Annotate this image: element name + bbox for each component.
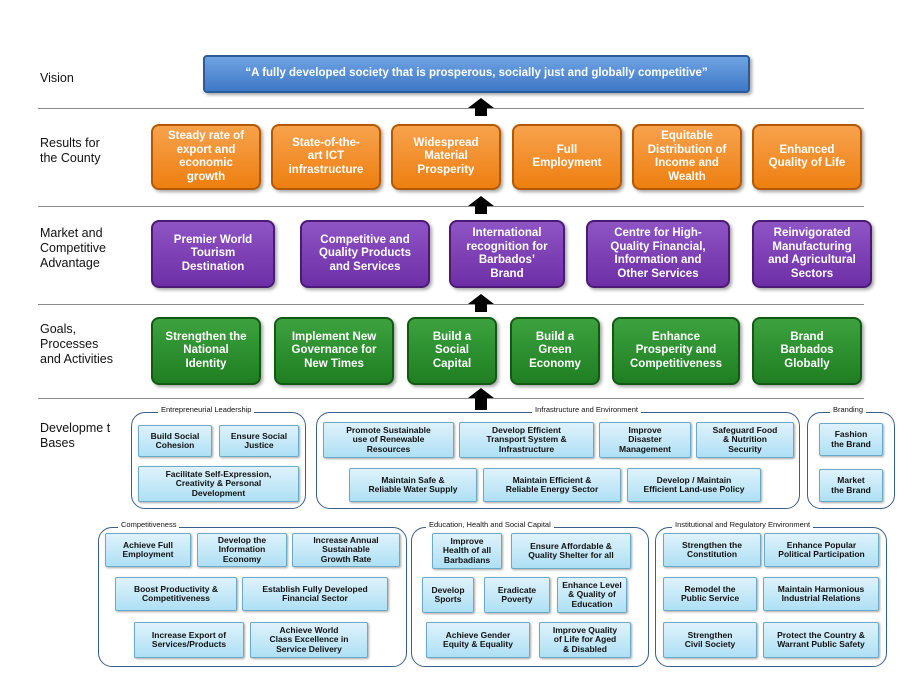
base-item: Increase Export of Services/Products	[134, 622, 244, 658]
row-label-development-bases: Developme t Bases	[40, 421, 111, 450]
market-box: International recognition for Barbados’ …	[449, 220, 565, 288]
base-item: Maintain Safe & Reliable Water Supply	[349, 468, 477, 502]
base-item: Eradicate Poverty	[484, 577, 550, 613]
base-item: Promote Sustainable use of Renewable Res…	[323, 422, 454, 458]
group-title: Competitiveness	[118, 520, 180, 529]
base-item: Strengthen Civil Society	[663, 622, 757, 658]
base-item: Improve Quality of Life for Aged & Disab…	[539, 622, 631, 658]
result-box: Steady rate of export and economic growt…	[151, 124, 261, 190]
base-item: Fashion the Brand	[819, 423, 883, 456]
base-item: Establish Fully Developed Financial Sect…	[242, 577, 388, 611]
base-item: Develop / Maintain Efficient Land-use Po…	[627, 468, 761, 502]
base-item: Remodel the Public Service	[663, 577, 757, 611]
goal-box: Brand Barbados Globally	[752, 317, 862, 385]
base-item: Ensure Affordable & Quality Shelter for …	[511, 533, 631, 569]
group-title: Branding	[830, 405, 867, 414]
row-label-results: Results for the County	[40, 136, 101, 165]
market-box: Competitive and Quality Products and Ser…	[300, 220, 430, 288]
base-item: Enhance Level & Quality of Education	[557, 577, 627, 613]
group-competitiveness	[98, 527, 407, 667]
vision-box: “A fully developed society that is prosp…	[203, 55, 750, 93]
result-box: Full Employment	[512, 124, 622, 190]
row-label-vision: Vision	[40, 71, 74, 85]
base-item: Maintain Harmonious Industrial Relations	[763, 577, 879, 611]
base-item: Safeguard Food & Nutrition Security	[696, 422, 794, 458]
market-box: Centre for High- Quality Financial, Info…	[586, 220, 730, 288]
base-item: Enhance Popular Political Participation	[764, 533, 879, 567]
separator-line	[38, 206, 864, 207]
result-box: Enhanced Quality of Life	[752, 124, 862, 190]
result-box: State-of-the- art ICT infrastructure	[271, 124, 381, 190]
goal-box: Build a Green Economy	[510, 317, 600, 385]
group-title: Infrastructure and Environment	[532, 405, 641, 414]
goal-box: Build a Social Capital	[407, 317, 497, 385]
goal-box: Enhance Prosperity and Competitiveness	[612, 317, 740, 385]
base-item: Achieve Full Employment	[105, 533, 191, 567]
base-item: Facilitate Self-Expression, Creativity &…	[138, 466, 299, 502]
base-item: Achieve Gender Equity & Equality	[426, 622, 530, 658]
market-box: Reinvigorated Manufacturing and Agricult…	[752, 220, 872, 288]
group-title: Institutional and Regulatory Environment	[672, 520, 814, 529]
base-item: Improve Disaster Management	[599, 422, 691, 458]
base-item: Market the Brand	[819, 469, 883, 502]
market-box: Premier World Tourism Destination	[151, 220, 275, 288]
base-item: Increase Annual Sustainable Growth Rate	[292, 533, 400, 567]
row-label-goals: Goals, Processes and Activities	[40, 322, 113, 366]
row-label-market: Market and Competitive Advantage	[40, 226, 106, 270]
result-box: Widespread Material Prosperity	[391, 124, 501, 190]
group-title: Education, Health and Social Capital	[426, 520, 554, 529]
base-item: Achieve World Class Excellence in Servic…	[250, 622, 368, 658]
separator-line	[38, 108, 864, 109]
goal-box: Strengthen the National Identity	[151, 317, 261, 385]
separator-line	[38, 398, 864, 399]
goal-box: Implement New Governance for New Times	[274, 317, 394, 385]
base-item: Ensure Social Justice	[219, 425, 299, 457]
base-item: Build Social Cohesion	[138, 425, 212, 457]
base-item: Boost Productivity & Competitiveness	[115, 577, 237, 611]
base-item: Develop Sports	[422, 577, 474, 613]
base-item: Protect the Country & Warrant Public Saf…	[763, 622, 879, 658]
separator-line	[38, 304, 864, 305]
base-item: Maintain Efficient & Reliable Energy Sec…	[483, 468, 621, 502]
group-title: Entrepreneurial Leadership	[158, 405, 255, 414]
base-item: Improve Health of all Barbadians	[432, 533, 502, 569]
result-box: Equitable Distribution of Income and Wea…	[632, 124, 742, 190]
base-item: Develop the Information Economy	[197, 533, 287, 567]
base-item: Strengthen the Constitution	[663, 533, 761, 567]
base-item: Develop Efficient Transport System & Inf…	[459, 422, 594, 458]
